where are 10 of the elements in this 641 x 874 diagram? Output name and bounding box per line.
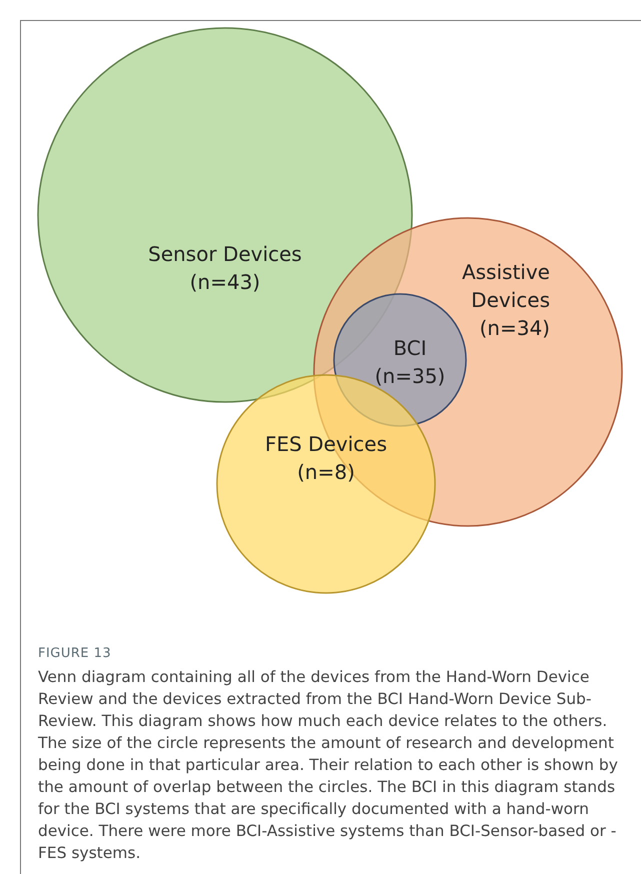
figure-label: FIGURE 13 <box>38 646 112 661</box>
set-label: BCI <box>392 335 428 362</box>
count-label: (n=34) <box>478 315 550 342</box>
set-label: FES Devices <box>264 431 388 458</box>
set-label: Sensor Devices <box>147 241 303 268</box>
count-label: (n=35) <box>374 363 446 390</box>
caption-text: Venn diagram containing all of the devices from the Hand-Worn Device Review and the devices extracted from the BCI Hand-Worn Device Sub-Review. This diagram shows how much each device relates to the others. The size of the circle represents the amount of research and development being done in that particular area. Their relation to each other is shown by the amount of overlap between the circles. The BCI in this diagram stands for the BCI systems that are specifically documented with a hand-worn device. There were more BCI-Assistive systems than BCI-Sensor-based or -FES systems. <box>38 667 619 864</box>
set-label: Assistive Devices <box>460 259 550 314</box>
count-label: (n=8) <box>296 459 356 486</box>
count-label: (n=43) <box>188 269 262 296</box>
